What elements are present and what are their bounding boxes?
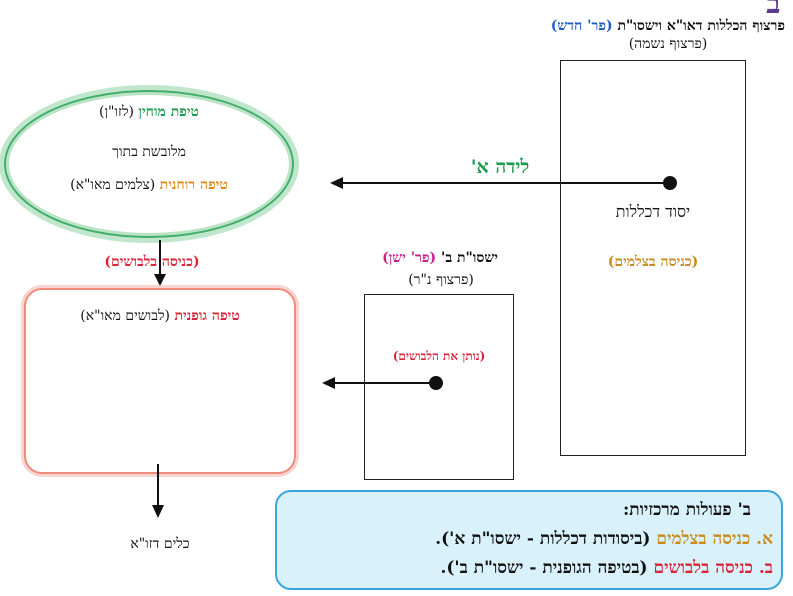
middle-box	[364, 294, 514, 480]
corner-letter: ב	[766, 0, 781, 21]
partzuf-nr-label: (פרצוף נ"ר)	[408, 272, 474, 288]
rect-box	[24, 288, 296, 474]
yesod-label: יסוד דכללות	[615, 202, 691, 221]
yishsut-b-main: ישסו"ת ב'	[441, 250, 498, 266]
info-line-a-rest: (ביסודות דכללות - ישסו"ת א').	[435, 529, 651, 549]
info-line-b-rest: (בטיפה הגופנית - ישסו"ת ב').	[440, 558, 648, 578]
oval-line-3: טיפה רוחנית (צלמים מאו"א)	[4, 177, 294, 194]
tipa-gufanit: טיפה גופנית	[174, 308, 240, 324]
arrow-oval-to-rect-head	[154, 274, 166, 286]
info-title: ב' פעולות מרכזיות:	[622, 500, 751, 520]
top-title-main: פרצוף הכללות דאו"א וישסו"ת	[617, 18, 785, 34]
rect-box-label: טיפה גופנית (לבושים מאו"א)	[24, 308, 296, 325]
oval-line-3-rest: (צלמים מאו"א)	[70, 177, 156, 193]
info-line-b: ב. כניסה בלבושים (בטיפה הגופנית - ישסו"ת…	[440, 558, 773, 578]
entry-tzelamim-label: (כניסה בצלמים)	[607, 254, 699, 270]
partzuf-neshama-label: (פרצוף נשמה)	[628, 36, 708, 52]
big-box	[560, 60, 746, 456]
kelim-label: כלים דזו"א	[130, 536, 190, 552]
arrow-leida-head	[330, 177, 343, 189]
arrow-garments-head	[322, 377, 335, 389]
arrow-rect-to-kelim-head	[152, 505, 164, 518]
tipa-ruchanit: טיפה רוחנית	[159, 177, 228, 193]
entry-garments-label: (כניסה בלבושים)	[66, 254, 238, 271]
info-line-a-label: א. כניסה בצלמים	[656, 529, 773, 549]
oval-line-2: מלובשת בתוך	[112, 144, 186, 160]
yishsut-b-title: ישסו"ת ב' (פר' ישן)	[340, 250, 540, 267]
oval-line-1-rest: (לזו"ן)	[99, 104, 134, 120]
info-box	[275, 490, 783, 590]
info-line-b-label: ב. כניסה בלבושים	[653, 558, 773, 578]
tipat-mochin: טיפת מוחין	[138, 104, 199, 120]
info-line-a: א. כניסה בצלמים (ביסודות דכללות - ישסו"ת…	[435, 529, 773, 549]
top-title-highlight: (פר' חדש)	[550, 18, 613, 34]
rect-box-rest: (לבושים מאו"א)	[80, 308, 170, 324]
leida-a-label: לידה א'	[470, 156, 530, 178]
top-title: פרצוף הכללות דאו"א וישסו"ת (פר' חדש)	[551, 18, 785, 35]
oval-line-1: טיפת מוחין (לזו"ן)	[4, 104, 294, 121]
oval-outer	[4, 90, 294, 238]
yishsut-b-highlight: (פר' ישן)	[382, 250, 437, 266]
gives-garments-label: (נותן את הלבושים)	[392, 349, 486, 363]
